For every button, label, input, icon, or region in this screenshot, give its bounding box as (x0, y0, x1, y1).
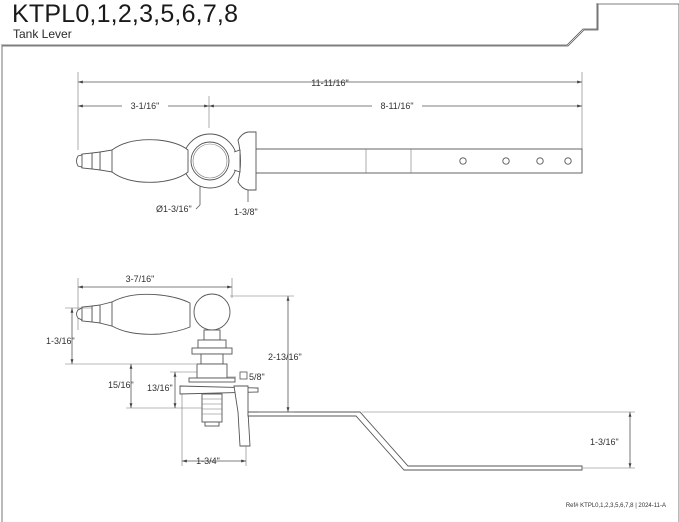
arm-hole (536, 157, 544, 165)
square-symbol-icon (239, 371, 248, 380)
porcelain-handle-side (108, 293, 191, 335)
arm-hole (564, 157, 572, 165)
drawing-frame (1, 3, 679, 522)
reference-footer: Ref# KTPL0,1,2,3,5,6,7,8 | 2024-11-A (566, 503, 666, 509)
drawing-frame-border (1, 3, 598, 46)
arm-hole (459, 157, 467, 165)
mounting-flange (237, 131, 257, 191)
dim-label-flange: 1-3/8" (234, 207, 258, 217)
dim-label-hub-to-end: 8-11/16" (380, 101, 413, 111)
page-subtitle: Tank Lever (13, 27, 72, 41)
square-nut (196, 363, 228, 379)
dim-label-nut: 5/8" (249, 372, 265, 382)
page-title: KTPL0,1,2,3,5,6,7,8 (12, 0, 239, 28)
lever-arm-bracket (233, 385, 251, 447)
dim-label-handle-to-hub: 3-1/16" (131, 101, 160, 111)
dim-label-total-height: 2-13/16" (268, 352, 302, 362)
lever-knob (193, 293, 231, 331)
dim-label-side-length: 3-7/16" (126, 274, 155, 284)
dim-label-arm-drop: 1-3/16" (590, 437, 619, 447)
arm-hole (502, 157, 510, 165)
threaded-shank (201, 393, 223, 423)
porcelain-handle (108, 139, 189, 183)
dim-label-side-height: 1-3/16" (46, 336, 75, 346)
top-view: 11-11/16" 3-1/16" 8-11/16" Ø1-3/16" (76, 72, 583, 217)
dim-label-13-16: 13/16" (147, 383, 173, 393)
side-view: 3-7/16" 1-3/16" (46, 274, 635, 471)
dim-label-hub-diameter: Ø1-3/16" (156, 204, 192, 214)
dim-label-arm-offset: 1-3/4" (196, 456, 220, 466)
lever-arm (245, 148, 583, 174)
dim-label-15-16: 15/16" (108, 380, 134, 390)
lever-arm-side (247, 411, 583, 471)
dim-label-overall: 11-11/16" (311, 78, 348, 88)
